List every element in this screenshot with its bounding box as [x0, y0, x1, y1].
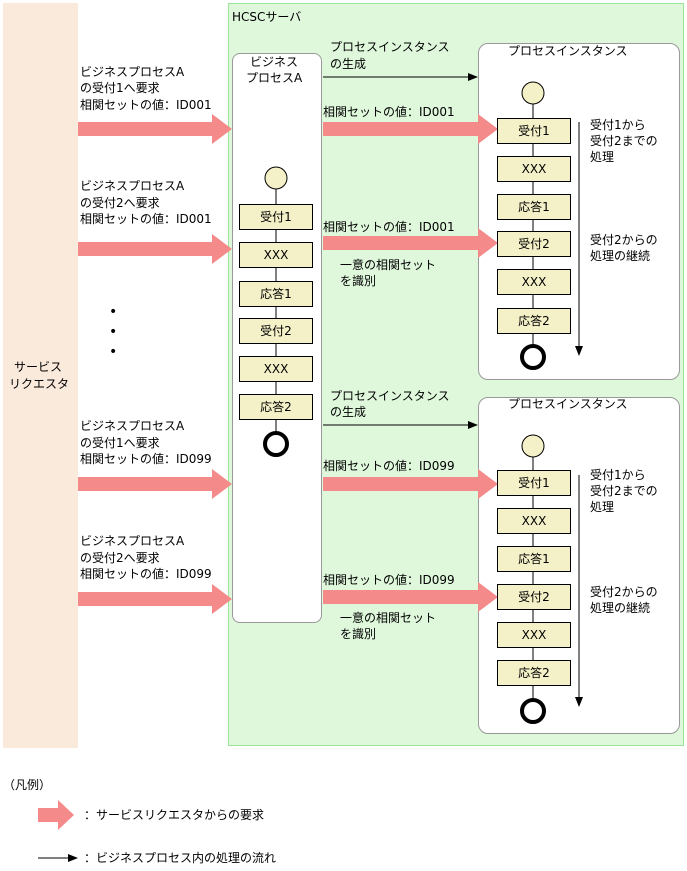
- correlation-label-2: 相関セットの値：ID001: [323, 220, 455, 234]
- ellipsis-dot: •: [109, 344, 118, 360]
- instance-2-note1-line3: 処理: [590, 500, 615, 514]
- request-label-1-line1: ビジネスプロセスA: [80, 65, 185, 79]
- instance-2-note1-line2: 受付2までの: [590, 484, 658, 498]
- instance-creation-label-2-line2: の生成: [330, 405, 367, 419]
- unique-identify-label-1-line2: を識別: [340, 274, 377, 288]
- forward-arrow-4: [323, 582, 498, 612]
- request-arrow-3: [78, 469, 232, 499]
- instance-2-step: 応答2: [497, 660, 571, 686]
- instance-1-step: 受付2: [497, 231, 571, 257]
- business-process-title-line1: ビジネス: [250, 55, 299, 69]
- request-arrow-2: [78, 234, 232, 264]
- request-label-3-line3: 相関セットの値：ID099: [80, 452, 212, 466]
- instance-1-note1-line1: 受付1から: [590, 118, 646, 132]
- request-label-1-line3: 相関セットの値：ID001: [80, 98, 212, 112]
- instance-2-end-node: [520, 698, 546, 724]
- request-label-4-line3: 相関セットの値：ID099: [80, 567, 212, 581]
- instance-2-step: 受付1: [497, 470, 571, 496]
- business-process-step: XXX: [239, 242, 313, 268]
- request-arrow-4: [78, 584, 232, 614]
- forward-arrow-2: [323, 228, 498, 258]
- instance-1-note2-line1: 受付2からの: [590, 233, 658, 247]
- business-process-step: 受付2: [239, 318, 313, 344]
- business-process-step: 応答1: [239, 281, 313, 307]
- instance-1-title: プロセスインスタンス: [508, 44, 628, 58]
- instance-1-step: 応答2: [497, 308, 571, 334]
- instance-creation-label-2-line1: プロセスインスタンス: [330, 389, 450, 403]
- service-requester-label-line2: リクエスタ: [9, 377, 70, 391]
- correlation-label-1: 相関セットの値：ID001: [323, 105, 455, 119]
- instance-2-step: XXX: [497, 508, 571, 534]
- request-label-2-line2: の受付2へ要求: [80, 196, 160, 210]
- unique-identify-label-2-line2: を識別: [340, 627, 377, 641]
- legend-title: （凡例）: [3, 778, 52, 792]
- instance-2-note2-line1: 受付2からの: [590, 585, 658, 599]
- forward-arrow-1: [323, 114, 498, 144]
- instance-2-step: XXX: [497, 622, 571, 648]
- forward-arrow-3: [323, 469, 498, 499]
- instance-2-note2-line2: 処理の継続: [590, 601, 651, 615]
- instance-1-start-node: [521, 81, 545, 105]
- request-label-1-line2: の受付1へ要求: [80, 81, 160, 95]
- legend-request-text: ：サービスリクエスタからの要求: [84, 808, 265, 822]
- instance-1-note1-line3: 処理: [590, 150, 615, 164]
- instance-2-note1-line1: 受付1から: [590, 468, 646, 482]
- request-label-4-line2: の受付2へ要求: [80, 551, 160, 565]
- instance-2-title: プロセスインスタンス: [508, 397, 628, 411]
- instance-1-note2-line2: 処理の継続: [590, 249, 651, 263]
- correlation-label-3: 相関セットの値：ID099: [323, 459, 455, 473]
- instance-2-step: 受付2: [497, 584, 571, 610]
- unique-identify-label-1-line1: 一意の相関セット: [340, 258, 437, 272]
- correlation-label-4: 相関セットの値：ID099: [323, 573, 455, 587]
- instance-1-step: 応答1: [497, 194, 571, 220]
- business-process-start-node: [264, 166, 288, 190]
- business-process-step: 受付1: [239, 204, 313, 230]
- ellipsis-dot: •: [109, 304, 118, 320]
- instance-creation-label-1-line2: の生成: [330, 57, 367, 71]
- service-requester-region: [3, 3, 78, 748]
- request-arrow-1: [78, 114, 232, 144]
- ellipsis-dot: •: [109, 324, 118, 340]
- instance-1-step: XXX: [497, 156, 571, 182]
- instance-1-step: XXX: [497, 269, 571, 295]
- business-process-step: XXX: [239, 356, 313, 382]
- request-label-3-line1: ビジネスプロセスA: [80, 419, 185, 433]
- hcsc-server-title: HCSCサーバ: [232, 10, 302, 24]
- business-process-step: 応答2: [239, 394, 313, 420]
- request-label-2-line1: ビジネスプロセスA: [80, 179, 185, 193]
- service-requester-label-line1: サービス: [14, 360, 63, 374]
- instance-1-note1-line2: 受付2までの: [590, 134, 658, 148]
- request-label-4-line1: ビジネスプロセスA: [80, 534, 185, 548]
- instance-1-end-node: [520, 344, 546, 370]
- legend-request-arrow-icon: [38, 800, 74, 830]
- unique-identify-label-2-line1: 一意の相関セット: [340, 611, 437, 625]
- business-process-end-node: [263, 431, 289, 457]
- instance-2-start-node: [521, 434, 545, 458]
- request-label-2-line3: 相関セットの値：ID001: [80, 212, 212, 226]
- instance-2-step: 応答1: [497, 546, 571, 572]
- request-label-3-line2: の受付1へ要求: [80, 436, 160, 450]
- legend-flow-text: ：ビジネスプロセス内の処理の流れ: [84, 851, 277, 865]
- instance-1-step: 受付1: [497, 118, 571, 144]
- business-process-title-line2: プロセスA: [246, 71, 303, 85]
- instance-creation-label-1-line1: プロセスインスタンス: [330, 40, 450, 54]
